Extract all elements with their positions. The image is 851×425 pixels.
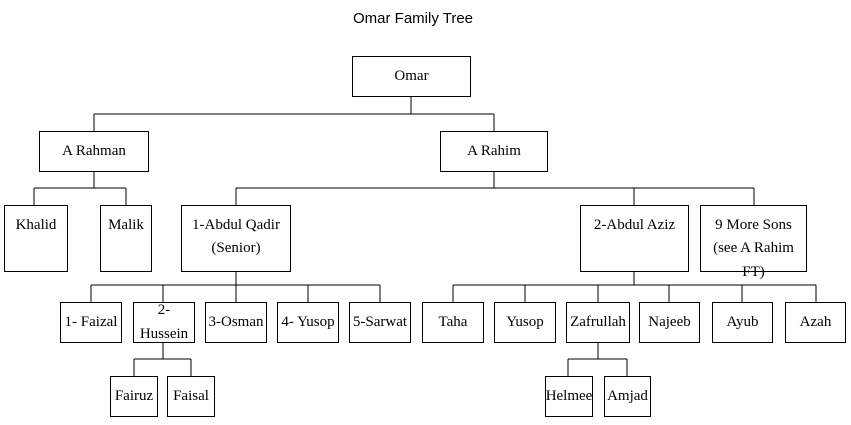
node-yusop-q: 4- Yusop	[277, 302, 339, 343]
node-najeeb: Najeeb	[639, 302, 700, 343]
node-yusop-a: Yusop	[494, 302, 556, 343]
node-amjad: Amjad	[604, 376, 651, 417]
node-a-rahim: A Rahim	[440, 131, 548, 172]
node-omar: Omar	[352, 56, 471, 97]
node-a-rahman: A Rahman	[39, 131, 149, 172]
diagram-title: Omar Family Tree	[352, 10, 473, 27]
node-zafrullah: Zafrullah	[566, 302, 630, 343]
node-malik: Malik	[100, 205, 152, 272]
node-ayub: Ayub	[712, 302, 773, 343]
node-taha: Taha	[422, 302, 484, 343]
abdul-qadir-note: (Senior)	[211, 240, 261, 257]
node-hussein: 2-Hussein	[133, 302, 195, 343]
node-khalid: Khalid	[4, 205, 68, 272]
node-helmee: Helmee	[545, 376, 593, 417]
node-abdul-aziz: 2-Abdul Aziz	[580, 205, 689, 272]
node-osman: 3-Osman	[205, 302, 267, 343]
node-fairuz: Fairuz	[110, 376, 158, 417]
node-sarwat: 5-Sarwat	[349, 302, 411, 343]
node-azah: Azah	[785, 302, 846, 343]
node-faizal: 1- Faizal	[60, 302, 122, 343]
more-sons-label: 9 More Sons	[715, 217, 792, 233]
abdul-qadir-name: 1-Abdul Qadir	[192, 217, 280, 233]
node-faisal: Faisal	[167, 376, 215, 417]
node-more-sons: 9 More Sons (see A Rahim FT)	[700, 205, 807, 280]
node-abdul-qadir: 1-Abdul Qadir (Senior)	[181, 205, 291, 272]
more-sons-note: (see A Rahim FT)	[713, 240, 794, 280]
